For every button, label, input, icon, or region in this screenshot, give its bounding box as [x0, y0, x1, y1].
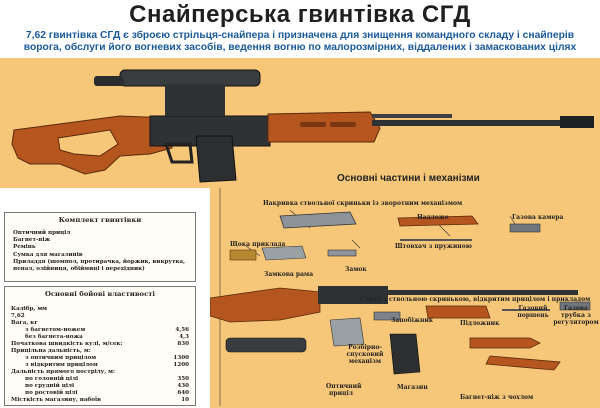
handguard-lower-part [425, 305, 491, 319]
bolt-part [327, 249, 357, 257]
spec-row: з оптичним прицілом 1300 [11, 355, 189, 362]
spec-row: 7,62 [11, 313, 189, 320]
spec-row: Початкова швидкість кулі, м/сек: 830 [11, 341, 189, 348]
lower-rifle-stock [210, 287, 321, 323]
spec-value: 4,56 [175, 327, 189, 333]
label-bolt: Замок [345, 266, 367, 273]
spec-label: по головній цілі [25, 376, 79, 382]
kit-item: Приладдя (шомпол, протирачка, йоржик, ви… [13, 258, 186, 273]
spec-label: Прицільна дальність, м: [11, 348, 91, 354]
label-trigger: Розбірно-спусковий механізм [346, 344, 384, 365]
spec-value: 430 [177, 383, 189, 389]
spec-row: Вага, кг [11, 320, 189, 327]
spec-label: без багнета-ножа [25, 334, 83, 340]
kit-item: Сумка для магазинів [13, 251, 83, 258]
parts-section-heading: Основні частини і механізми [337, 173, 480, 184]
parts-illustration [210, 188, 591, 406]
flash-hider [560, 116, 594, 128]
spec-value: 10 [181, 397, 189, 403]
gas-tube [372, 114, 452, 118]
bolt-carrier-part [261, 245, 307, 261]
spec-label: Калібр, мм [11, 306, 48, 312]
spec-label: з багнетом-ножем [25, 327, 86, 333]
spec-row: Калібр, мм [11, 306, 189, 313]
spec-row: по головній цілі 350 [11, 376, 189, 383]
specs-panel: Основні бойові властивості Калібр, мм 7,… [4, 286, 196, 406]
lower-rifle-receiver [318, 286, 388, 304]
label-magazine: Магазин [397, 384, 428, 391]
label-gas-tube: Газова трубка з регулятором [553, 305, 599, 326]
spec-label: з відкритим прицілом [25, 362, 98, 368]
kit-item: Оптичний приціл [13, 230, 71, 236]
kit-panel: Комплект гвинтівки Оптичний приціл Багне… [4, 212, 196, 282]
spec-label: Початкова швидкість кулі, м/сек: [11, 341, 123, 347]
poster-subtitle: 7,62 гвинтівка СГД є зброєю стрільця-сна… [23, 30, 577, 53]
label-bayonet: Багнет-ніж з чохлом [460, 394, 534, 401]
spec-label: Місткість магазину, набоїв [11, 397, 101, 403]
kit-list: Оптичний приціл Багнет-ніж Ремінь Сумка … [13, 230, 195, 273]
handguard-top [397, 215, 479, 227]
kit-item: Ремінь [13, 244, 36, 251]
bayonet-part [469, 337, 541, 349]
fuse-part [373, 311, 401, 321]
spec-value: 640 [177, 390, 189, 396]
stock-cutout [57, 129, 119, 157]
poster-title: Снайперська гвинтівка СГД [129, 1, 471, 28]
label-buttplate: Щока приклада [230, 241, 286, 248]
specs-panel-title: Основні бойові властивості [44, 290, 156, 298]
spec-row: без багнета-ножа 4,3 [11, 334, 189, 341]
rifle-scope [119, 69, 261, 87]
spec-value: 1200 [173, 362, 189, 368]
scope-mount [165, 84, 225, 116]
spec-row: з відкритим прицілом 1200 [11, 362, 189, 369]
spec-row: по ростовій цілі 640 [11, 390, 189, 397]
spec-label: з оптичним прицілом [25, 355, 97, 361]
optical-sight-part [225, 337, 307, 353]
label-barrel-receiver: Ствол з ствольною скринькою, відкритим п… [360, 296, 591, 303]
spec-label: 7,62 [11, 313, 25, 319]
spec-label: Вага, кг [11, 320, 38, 326]
spec-label: Дальність прямого пострілу, м: [11, 369, 116, 375]
spec-label: по грудній цілі [25, 383, 75, 389]
spec-row: Місткість магазину, набоїв 10 [11, 397, 189, 404]
bayonet-sheath [485, 355, 561, 371]
kit-panel-title: Комплект гвинтівки [58, 216, 142, 224]
trigger-mechanism-part [329, 317, 365, 347]
trigger-guard [163, 142, 194, 164]
buttplate-part [229, 249, 257, 261]
spec-value: 4,3 [179, 334, 189, 340]
label-handguard: Підложник [460, 320, 500, 327]
label-optical-sight: Оптичний приціл [326, 383, 362, 397]
label-handguard-top: Надложе [417, 214, 449, 221]
label-fuse: Запобіжник [391, 317, 434, 324]
rifle-illustration [11, 69, 594, 183]
spec-value: 1300 [173, 355, 189, 361]
label-piston-rod: Штовхач з пружиною [395, 243, 472, 250]
spec-row: з багнетом-ножем 4,56 [11, 327, 189, 334]
receiver-cover [279, 211, 357, 229]
rifle-barrel [372, 120, 562, 126]
handguard-vent-1 [300, 122, 326, 127]
spec-value: 350 [177, 376, 189, 382]
scope-eyepiece [94, 76, 124, 86]
label-gas-piston: Газовий поршень [517, 305, 549, 319]
spec-row: Прицільна дальність, м: [11, 348, 189, 355]
magazine-part [389, 333, 421, 375]
spec-row: по грудній цілі 430 [11, 383, 189, 390]
lower-rifle-barrel [388, 290, 578, 295]
gas-tube-part [559, 301, 591, 311]
handguard-vent-2 [330, 122, 356, 127]
kit-item: Багнет-ніж [13, 237, 51, 244]
spec-row: Дальність прямого пострілу, м: [11, 369, 189, 376]
label-cover: Накривка ствольної скриньки із зворотним… [263, 200, 462, 207]
spec-label: по ростовій цілі [25, 390, 78, 396]
gas-chamber-part [509, 223, 541, 233]
label-bolt-carrier: Замкова рама [264, 271, 314, 278]
rifle-magazine [195, 135, 237, 183]
label-gas-chamber: Газова камера [512, 214, 564, 221]
spec-value: 830 [177, 341, 189, 347]
